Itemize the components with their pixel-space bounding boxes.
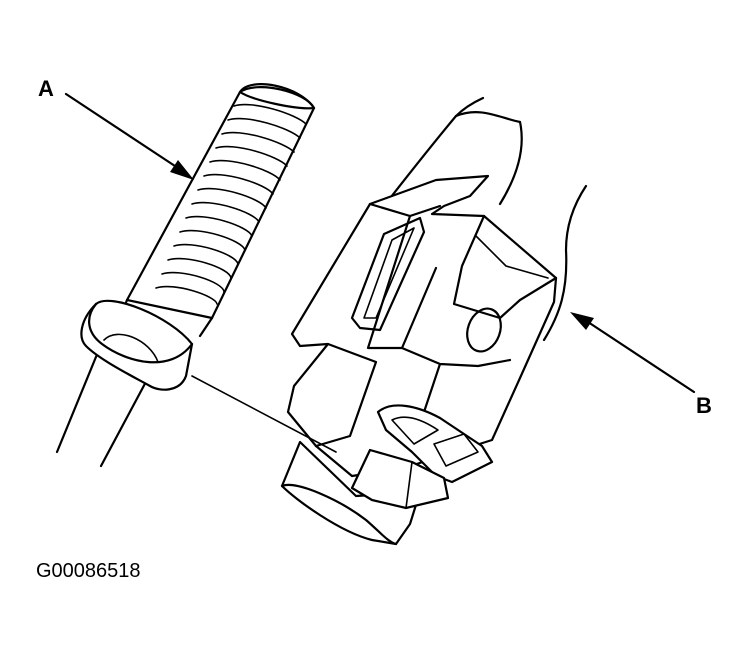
connector-front-opening	[280, 483, 398, 546]
background-outline-right	[542, 184, 588, 342]
connector-cavity-inner	[475, 235, 549, 279]
figure-id: G00086518	[36, 560, 141, 582]
hand-outline-finger	[454, 111, 522, 124]
connector-top-ridge	[366, 214, 438, 350]
stud-collar-bore	[103, 333, 159, 363]
stud-threaded-body	[125, 83, 316, 320]
connector-lower-face	[314, 342, 378, 448]
stud-collar	[80, 299, 194, 391]
connector-slot-outer	[350, 216, 426, 332]
callout-b-leader	[570, 312, 696, 394]
connector-housing	[286, 174, 558, 478]
callout-label-a: A	[38, 76, 54, 101]
connector-slot-inner	[363, 227, 415, 319]
stud-threads	[155, 103, 307, 305]
part-a-stud	[55, 83, 316, 468]
callout-a-leader	[64, 92, 194, 180]
connector-cavity	[452, 214, 558, 320]
connector-terminal-edge	[351, 449, 413, 509]
connector-round-hole	[466, 307, 502, 353]
locking-tab-slot	[433, 433, 479, 467]
part-b-connector	[280, 96, 588, 546]
stud-shaft-right-edge	[99, 376, 150, 468]
locking-tab-window	[391, 416, 439, 445]
hand-outline-right	[498, 120, 523, 206]
assembly-guide-line	[191, 375, 337, 453]
stud-top-end	[238, 86, 316, 110]
callout-label-b: B	[696, 393, 712, 418]
connector-step	[400, 346, 512, 420]
stud-collar-face	[88, 302, 194, 364]
connector-front-sleeve	[280, 440, 422, 546]
connector-terminal-block	[350, 448, 450, 510]
hand-outline-upper	[382, 96, 485, 208]
stud-shaft-left-edge	[55, 350, 100, 454]
